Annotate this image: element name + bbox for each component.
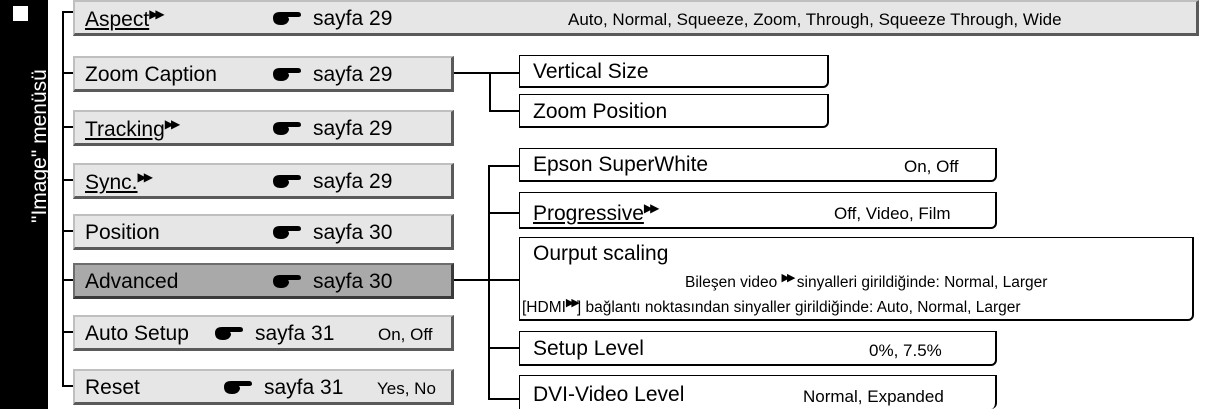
page-ref: sayfa 31	[222, 376, 343, 400]
page-ref: sayfa 30	[271, 221, 392, 245]
submenu-label: Progressive▶▶	[533, 201, 660, 225]
submenu-label: Epson SuperWhite	[533, 153, 709, 176]
pointing-hand-icon	[273, 226, 301, 239]
output-scaling-component-line: Bileşen video ▶▶ sinyalleri girildiğinde…	[685, 272, 1048, 292]
menu-square-icon	[13, 6, 28, 21]
trunk-line	[62, 11, 64, 387]
pointing-hand-icon	[273, 275, 301, 288]
menu-item-label: Zoom Caption	[85, 63, 217, 86]
pointing-hand-icon	[273, 122, 301, 135]
pointing-hand-icon	[215, 327, 243, 340]
double-arrow-icon: ▶▶	[565, 297, 580, 309]
menu-item-options: On, Off	[378, 325, 433, 344]
menu-title-bar: "Image" menüsü	[0, 0, 51, 409]
submenu-label: Zoom Position	[533, 100, 668, 123]
menu-item-auto-setup[interactable]: Auto Setup sayfa 31 On, Off	[73, 315, 454, 351]
pointing-hand-icon	[273, 12, 301, 25]
menu-item-position[interactable]: Position sayfa 30	[73, 214, 454, 250]
menu-title: "Image" menüsü	[28, 69, 51, 224]
submenu-options: On, Off	[904, 157, 959, 176]
menu-item-label: Advanced	[85, 270, 179, 293]
menu-item-label: Sync.▶▶	[85, 170, 154, 194]
menu-item-advanced[interactable]: Advanced sayfa 30	[73, 263, 454, 299]
double-arrow-icon: ▶▶	[149, 7, 165, 21]
double-arrow-icon: ▶▶	[643, 201, 660, 215]
submenu-options: 0%, 7.5%	[869, 341, 942, 360]
menu-item-aspect[interactable]: Aspect▶▶ sayfa 29 Auto, Normal, Squeeze,…	[73, 0, 1199, 36]
submenu-setup-level[interactable]: Setup Level 0%, 7.5%	[519, 331, 997, 366]
page-ref: sayfa 29	[271, 117, 392, 141]
pointing-hand-icon	[273, 175, 301, 188]
pointing-hand-icon	[273, 68, 301, 81]
menu-item-label: Aspect▶▶	[85, 7, 165, 31]
submenu-output-scaling[interactable]: Ourput scaling Bileşen video ▶▶ sinyalle…	[519, 237, 1194, 321]
pointing-hand-icon	[224, 381, 252, 394]
menu-item-options: Yes, No	[377, 379, 436, 398]
submenu-dvi-video-level[interactable]: DVI-Video Level Normal, Expanded	[519, 375, 997, 409]
submenu-zoom-position[interactable]: Zoom Position	[519, 94, 829, 128]
output-scaling-hdmi-line: [HDMI▶▶] bağlantı noktasından sinyaller …	[522, 297, 1021, 317]
submenu-label: Setup Level	[533, 337, 644, 360]
menu-item-label: Tracking▶▶	[85, 117, 181, 141]
page-ref: sayfa 29	[271, 170, 392, 194]
menu-item-zoom-caption[interactable]: Zoom Caption sayfa 29	[73, 56, 454, 92]
double-arrow-icon: ▶▶	[781, 272, 796, 284]
page-ref: sayfa 29	[271, 63, 392, 87]
submenu-label: Vertical Size	[533, 60, 649, 83]
submenu-options: Off, Video, Film	[834, 204, 951, 223]
menu-item-tracking[interactable]: Tracking▶▶ sayfa 29	[73, 110, 454, 146]
menu-item-options: Auto, Normal, Squeeze, Zoom, Through, Sq…	[568, 10, 1062, 29]
menu-item-sync[interactable]: Sync.▶▶ sayfa 29	[73, 163, 454, 199]
menu-item-label: Reset	[85, 376, 140, 399]
page-ref: sayfa 30	[271, 270, 392, 294]
submenu-options: Normal, Expanded	[803, 387, 944, 406]
double-arrow-icon: ▶▶	[137, 170, 154, 184]
page-ref: sayfa 29	[271, 7, 392, 31]
menu-item-label: Auto Setup	[85, 322, 189, 345]
submenu-progressive[interactable]: Progressive▶▶ Off, Video, Film	[519, 192, 997, 229]
double-arrow-icon: ▶▶	[164, 117, 181, 131]
submenu-epson-superwhite[interactable]: Epson SuperWhite On, Off	[519, 148, 997, 182]
submenu-label: Ourput scaling	[533, 242, 669, 265]
menu-item-reset[interactable]: Reset sayfa 31 Yes, No	[73, 369, 454, 405]
submenu-vertical-size[interactable]: Vertical Size	[519, 55, 829, 88]
submenu-label: DVI-Video Level	[533, 383, 685, 406]
page-ref: sayfa 31	[213, 322, 334, 346]
menu-item-label: Position	[85, 221, 160, 244]
